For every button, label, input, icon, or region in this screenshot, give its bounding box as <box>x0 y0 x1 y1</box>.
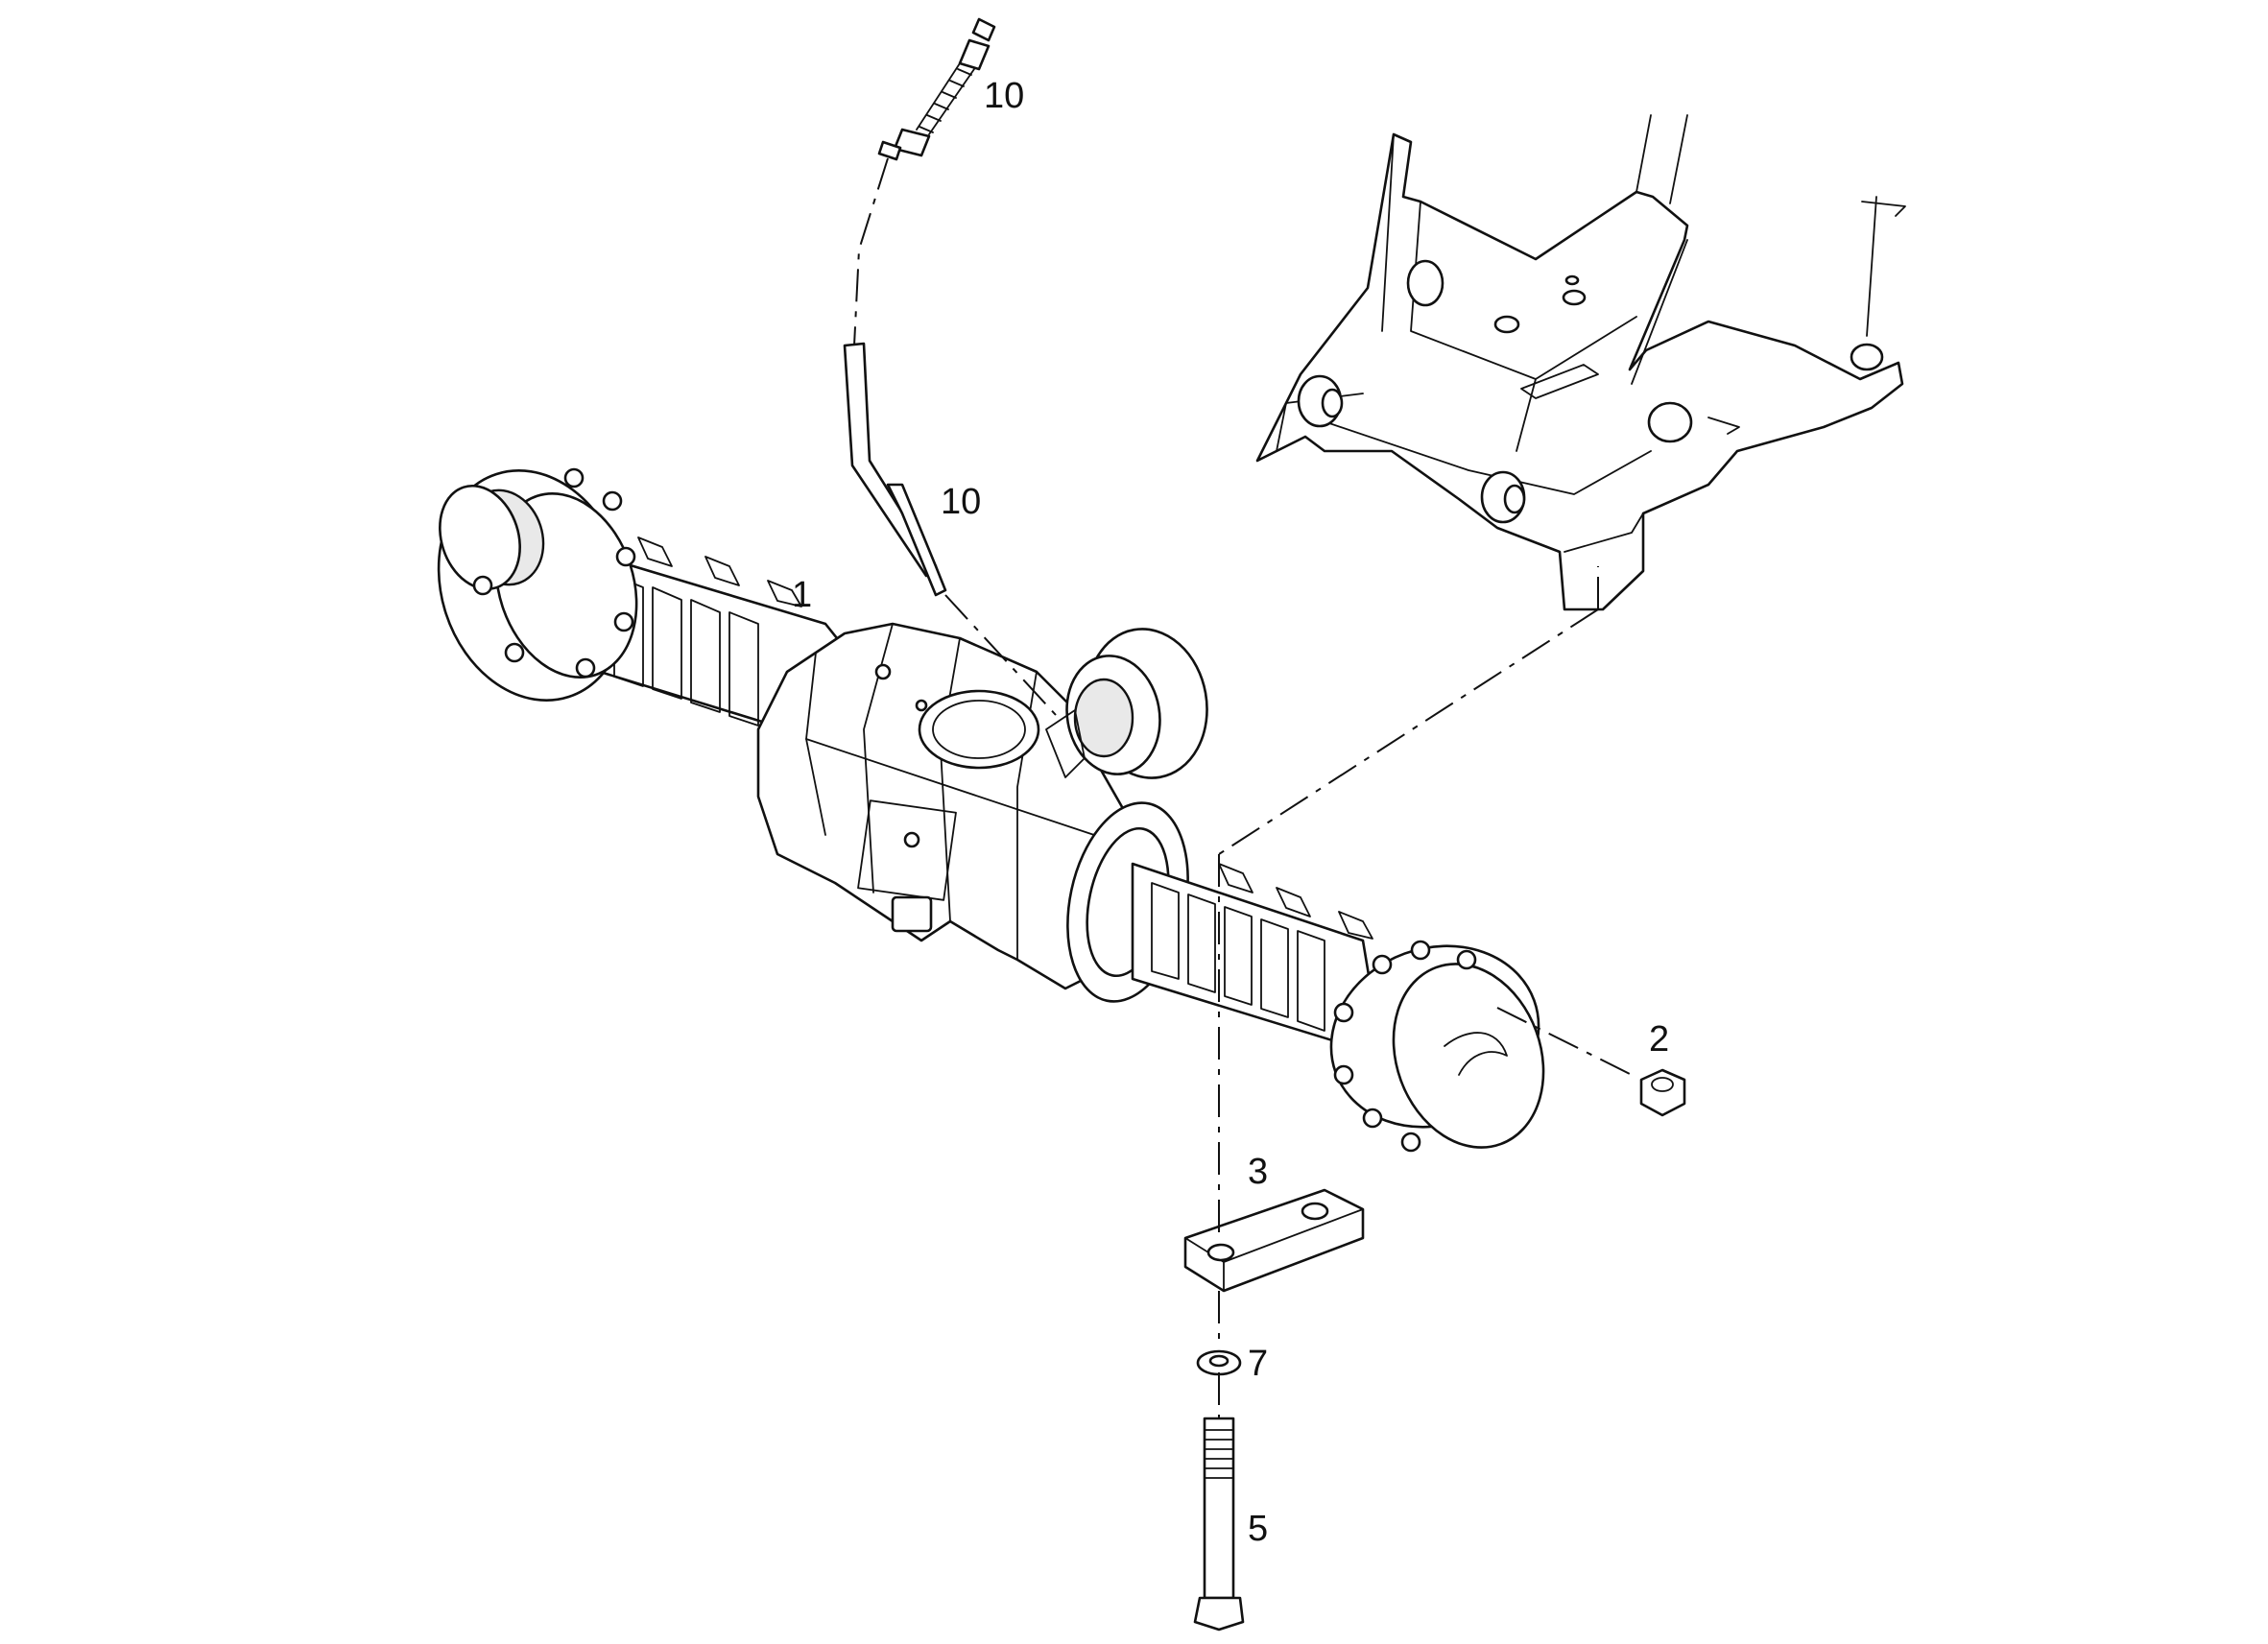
right-beam-ribs <box>1151 863 1373 1032</box>
callout-10-hose: 10 <box>941 482 981 522</box>
right-wheel-hub <box>1329 940 1545 1153</box>
machine-frame <box>1255 114 1906 611</box>
frame-hole-icon <box>1406 259 1444 307</box>
callout-5-bolt: 5 <box>1248 1509 1268 1549</box>
axle-assembly <box>437 467 1545 1153</box>
input-flange <box>1045 628 1208 779</box>
callout-2-nut: 2 <box>1649 1019 1669 1060</box>
left-wheel-hub <box>437 467 638 702</box>
callout-3-plate: 3 <box>1248 1152 1268 1192</box>
washer <box>1196 1349 1242 1376</box>
callout-labels: 10 10 1 2 3 7 5 <box>792 76 1669 1549</box>
hydraulic-hose <box>843 17 1057 716</box>
bolt <box>1193 1417 1245 1632</box>
mounting-plate <box>1183 1188 1365 1293</box>
leader-lines <box>1218 566 1633 1418</box>
callout-10-fitting: 10 <box>984 76 1024 116</box>
callout-7-washer: 7 <box>1248 1344 1268 1384</box>
differential-housing <box>756 622 1134 990</box>
nut <box>1639 1068 1686 1117</box>
callout-1-axle: 1 <box>792 575 812 615</box>
housing-cover-icon <box>918 689 1040 770</box>
